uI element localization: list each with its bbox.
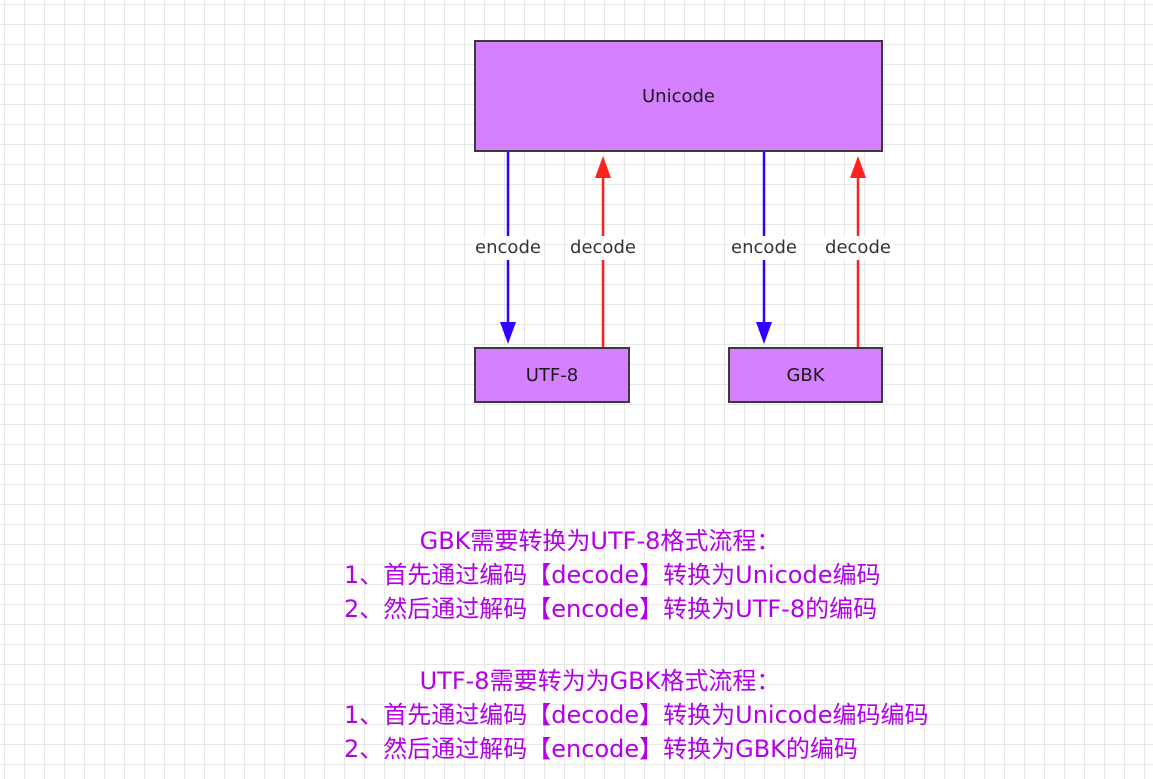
unicode-node: Unicode — [474, 40, 883, 152]
gbk-decode-label: decode — [823, 236, 893, 260]
utf8-node-label: UTF-8 — [525, 364, 579, 386]
utf8-decode-arrowhead — [595, 156, 611, 178]
gbk-to-utf8-step-1: 1、首先通过编码【decode】转换为Unicode编码 — [344, 561, 881, 589]
gbk-to-utf8-notes: GBK需要转换为UTF-8格式流程： 1、首先通过编码【decode】转换为Un… — [300, 524, 1100, 626]
utf8-node: UTF-8 — [474, 347, 630, 403]
utf8-encode-label: encode — [473, 236, 543, 260]
gbk-node-label: GBK — [786, 364, 825, 386]
utf8-decode-label: decode — [568, 236, 638, 260]
utf8-to-gbk-step-1: 1、首先通过编码【decode】转换为Unicode编码编码 — [344, 701, 929, 729]
gbk-decode-arrowhead — [850, 156, 866, 178]
gbk-node: GBK — [728, 347, 883, 403]
utf8-encode-arrowhead — [500, 322, 516, 344]
gbk-encode-arrowhead — [756, 322, 772, 344]
utf8-to-gbk-title: UTF-8需要转为为GBK格式流程： — [419, 667, 781, 695]
gbk-to-utf8-title: GBK需要转换为UTF-8格式流程： — [419, 527, 781, 555]
gbk-encode-label: encode — [729, 236, 799, 260]
utf8-to-gbk-notes: UTF-8需要转为为GBK格式流程： 1、首先通过编码【decode】转换为Un… — [300, 664, 1100, 766]
utf8-to-gbk-step-2: 2、然后通过解码【encode】转换为GBK的编码 — [344, 735, 858, 763]
unicode-node-label: Unicode — [642, 85, 715, 107]
gbk-to-utf8-step-2: 2、然后通过解码【encode】转换为UTF-8的编码 — [344, 595, 878, 623]
